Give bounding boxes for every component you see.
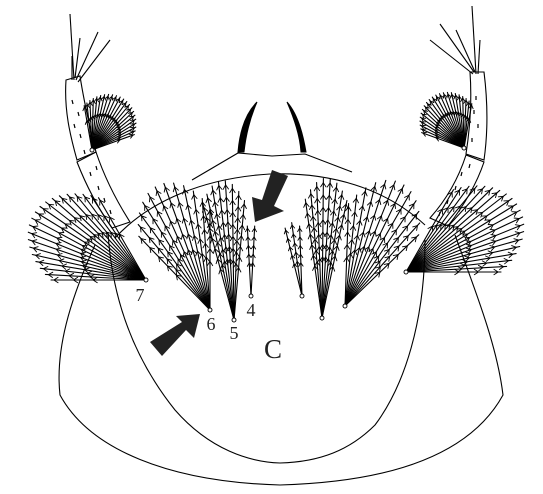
seta-6-right — [344, 180, 420, 306]
seta-4-right-socket — [300, 294, 304, 298]
left-antenna — [66, 14, 130, 228]
seta-6-right-socket — [343, 304, 347, 308]
right-antenna-brush-socket — [462, 146, 466, 150]
seta-7-left — [28, 194, 146, 283]
seta-4-left — [246, 226, 257, 296]
right-antenna-spine — [472, 6, 476, 74]
seta-5-right — [304, 179, 348, 319]
seta-4-left-socket — [249, 294, 253, 298]
right-antenna-spine — [478, 40, 480, 74]
seta-7-left-socket — [144, 278, 148, 282]
seta-4-label: 4 — [247, 300, 256, 320]
seta-6-left — [138, 183, 213, 310]
seta-5-left-socket — [232, 318, 236, 322]
seta-5-right-socket — [320, 316, 324, 320]
left-antenna-brush — [83, 94, 136, 150]
left-mandible-tip — [238, 102, 257, 152]
right-antenna-spine — [430, 40, 473, 74]
seta-7-right-socket — [404, 270, 408, 274]
arrow-upper — [252, 170, 288, 222]
seta-7-label: 7 — [136, 285, 145, 305]
arrow-lower — [150, 314, 200, 356]
panel-label: C — [264, 334, 282, 364]
seta-6-left-socket — [208, 308, 212, 312]
mandible-tips — [238, 102, 306, 152]
seta-6-label: 6 — [207, 314, 216, 334]
left-antenna-spine — [78, 40, 110, 82]
right-antenna-brush — [420, 92, 473, 148]
setal-brushes — [28, 92, 523, 320]
right-mandible-tip — [287, 102, 306, 152]
left-antenna-brush-socket — [90, 148, 94, 152]
seta-5-label: 5 — [230, 323, 239, 343]
seta-4-right — [284, 223, 303, 296]
head-capsule-outline — [59, 153, 503, 485]
